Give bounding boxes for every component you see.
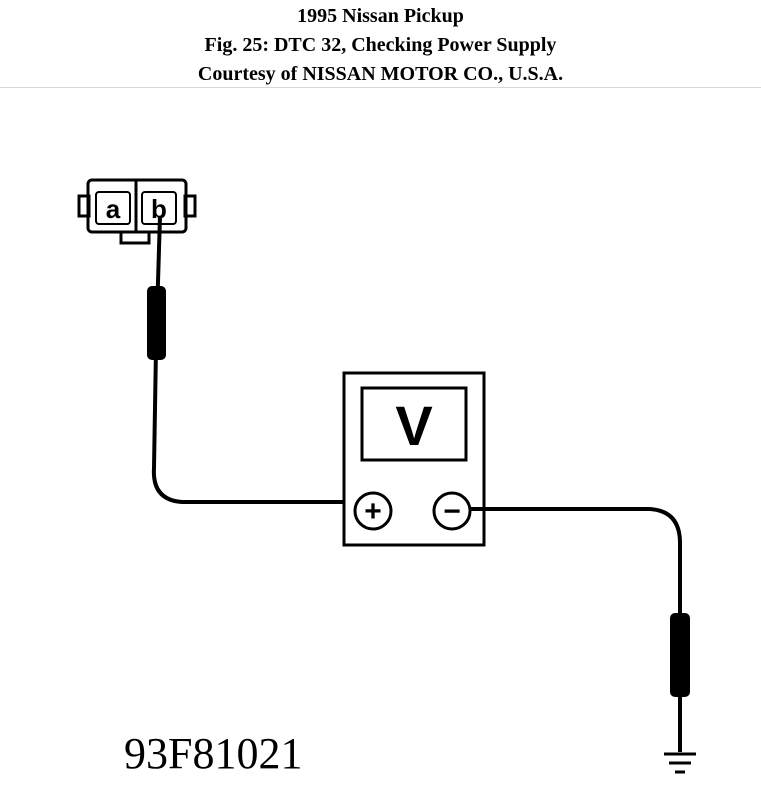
voltmeter-symbol: V	[395, 394, 432, 457]
positive-symbol: +	[364, 495, 382, 528]
positive-lead-wire	[151, 215, 352, 504]
terminal-b-label: b	[151, 194, 167, 224]
terminal-a-label: a	[106, 194, 121, 224]
positive-terminal	[353, 491, 393, 531]
diagram-svg: a b V + − 93F81021	[77, 178, 696, 778]
figure-id: 93F81021	[124, 729, 302, 778]
wiring-diagram: a b V + − 93F81021	[0, 88, 761, 805]
negative-symbol: −	[443, 495, 461, 528]
negative-lead-wire	[470, 507, 682, 618]
connector	[77, 178, 197, 245]
connector-lock	[119, 230, 151, 245]
courtesy-line: Courtesy of NISSAN MOTOR CO., U.S.A.	[197, 63, 564, 85]
connector-right-tab	[183, 194, 197, 218]
figure-header: 1995 Nissan Pickup Fig. 25: DTC 32, Chec…	[0, 0, 761, 88]
voltmeter: V + −	[342, 371, 486, 547]
negative-probe	[670, 613, 690, 697]
terminal-a-frame	[95, 191, 131, 225]
positive-probe	[147, 286, 166, 360]
connector-left-tab	[77, 194, 91, 218]
vehicle-title: 1995 Nissan Pickup	[297, 5, 464, 27]
voltmeter-display	[360, 386, 468, 462]
ground-icon	[664, 752, 696, 774]
figure-caption: Fig. 25: DTC 32, Checking Power Supply	[204, 34, 557, 56]
